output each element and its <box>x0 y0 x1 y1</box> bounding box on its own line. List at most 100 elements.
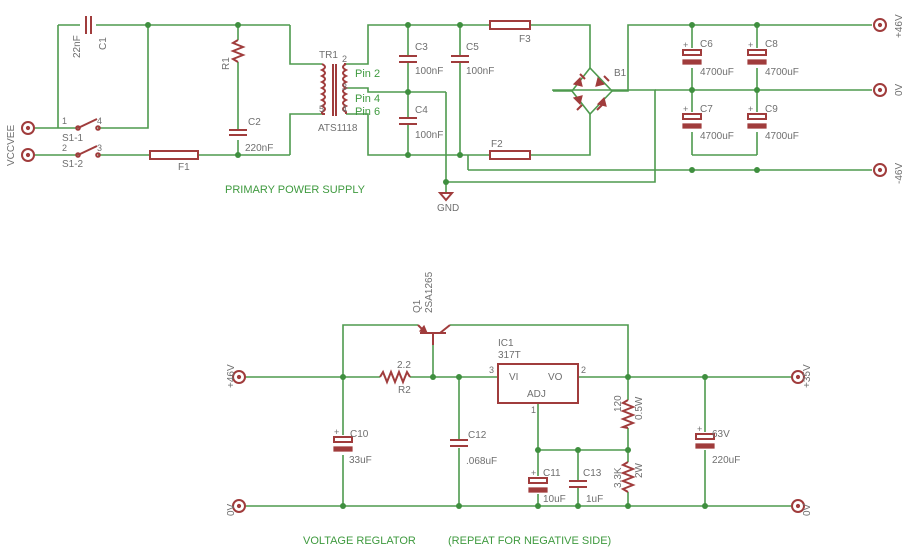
c5-name-label: C5 <box>466 42 479 53</box>
out-neg46-label: -46V <box>894 163 905 184</box>
junction-dot <box>535 447 541 453</box>
out-0v-label: 0V <box>894 83 905 96</box>
junction-dot <box>625 503 631 509</box>
ic-vi-label: VI <box>509 372 518 383</box>
transistor-q1 <box>417 324 451 345</box>
regulator-title: VOLTAGE REGLATOR <box>303 535 416 547</box>
junction-dot <box>405 22 411 28</box>
ic1-name-label: IC1 <box>498 338 514 349</box>
terminal-pos35-out <box>791 370 805 384</box>
terminal-vccvee-1 <box>21 121 35 135</box>
s1-pin-2: 2 <box>62 143 67 153</box>
r33k-value-label: 3.3K <box>613 467 624 488</box>
r2-value-label: 2.2 <box>397 360 411 371</box>
resistor-r2 <box>379 369 411 385</box>
primary-title: PRIMARY POWER SUPPLY <box>225 184 366 196</box>
vccvee-label: VCCVEE <box>6 125 17 166</box>
capacitor-c10: + <box>333 427 353 452</box>
out-pos46-label: +46V <box>894 14 905 38</box>
bridge-rectifier-b1 <box>570 66 614 116</box>
junction-dot <box>340 503 346 509</box>
ic-adj-label: ADJ <box>527 389 546 400</box>
c1-value-label: 22nF <box>72 35 83 58</box>
terminal-pos46-out <box>873 18 887 32</box>
capacitor-220uf: + <box>695 424 715 449</box>
in-pos46-label: +46V <box>226 364 237 388</box>
junction-dot <box>430 374 436 380</box>
tr-pin4-label: Pin 4 <box>355 93 380 105</box>
resistor-120 <box>619 399 636 429</box>
f1-name-label: F1 <box>178 162 190 173</box>
junction-dot <box>689 167 695 173</box>
tr-pin-num-2: 2 <box>342 54 347 64</box>
primary-wires <box>34 24 872 192</box>
ic-pin-1: 1 <box>531 405 536 415</box>
switch-s1-2 <box>75 145 101 158</box>
c2-name-label: C2 <box>248 117 261 128</box>
capacitor-c1 <box>85 16 92 34</box>
c13-name-label: C13 <box>583 468 602 479</box>
resistor-r1 <box>230 39 246 63</box>
fuse-f2 <box>489 150 531 160</box>
c8-value-label: 4700uF <box>765 67 799 78</box>
tr1-part-label: ATS1118 <box>318 123 358 134</box>
svg-text:+: + <box>748 40 753 50</box>
fuse-f3 <box>489 20 531 30</box>
c4-name-label: C4 <box>415 105 428 116</box>
c7-value-label: 4700uF <box>700 131 734 142</box>
terminal-neg46-out <box>873 163 887 177</box>
tr1-name-label: TR1 <box>319 50 338 61</box>
junction-dot <box>405 152 411 158</box>
s1-2-label: S1-2 <box>62 159 84 170</box>
tr-pin-num-4: 4 <box>342 104 347 114</box>
capacitor-c12 <box>450 439 468 447</box>
junction-dot <box>575 503 581 509</box>
q1-name-label: Q1 <box>412 299 423 313</box>
junction-dot <box>145 22 151 28</box>
junction-dot <box>457 152 463 158</box>
c13-value-label: 1uF <box>586 494 603 505</box>
c10-value-label: 33uF <box>349 455 372 466</box>
junction-dot <box>754 167 760 173</box>
c5-value-label: 100nF <box>466 66 494 77</box>
junction-dot <box>443 179 449 185</box>
terminal-vccvee-2 <box>21 148 35 162</box>
c8-name-label: C8 <box>765 39 778 50</box>
junction-dot <box>456 503 462 509</box>
ic1-part-label: 317T <box>498 350 521 361</box>
capacitor-c11: + <box>528 468 548 493</box>
junction-dot <box>689 22 695 28</box>
ground-symbol <box>437 192 455 202</box>
c12-name-label: C12 <box>468 430 487 441</box>
capacitor-c7: + <box>682 104 702 129</box>
junction-dot <box>535 503 541 509</box>
junction-dot <box>340 374 346 380</box>
primary-supply-section: 22nF C1 R1 C2 220nF TR1 ATS1118 2 3 4 5 … <box>6 14 905 214</box>
svg-text:+: + <box>697 424 702 434</box>
ic-pin-2: 2 <box>581 365 586 375</box>
tr-pin2-label: Pin 2 <box>355 68 380 80</box>
junction-dot <box>235 152 241 158</box>
svg-text:+: + <box>748 104 753 114</box>
terminal-0v-out-2 <box>791 499 805 513</box>
capacitor-c9: + <box>747 104 767 129</box>
junction-dot <box>754 22 760 28</box>
svg-text:+: + <box>683 40 688 50</box>
r1-name-label: R1 <box>221 57 232 70</box>
junction-dot <box>625 374 631 380</box>
capacitor-c3 <box>399 55 417 63</box>
capacitor-c5 <box>451 55 469 63</box>
in-0v-label: 0V <box>226 503 237 516</box>
s1-1-label: S1-1 <box>62 133 84 144</box>
s1-pin-1: 1 <box>62 116 67 126</box>
capacitor-c13 <box>569 480 587 488</box>
junction-dot <box>405 89 411 95</box>
r120-power-label: 0.5W <box>634 396 645 420</box>
c2-value-label: 220nF <box>245 143 273 154</box>
junction-dot <box>702 374 708 380</box>
r2-name-label: R2 <box>398 385 411 396</box>
terminal-0v-out <box>873 83 887 97</box>
regulator-wires <box>245 324 792 507</box>
tr-pin-num-5: 5 <box>319 104 324 114</box>
